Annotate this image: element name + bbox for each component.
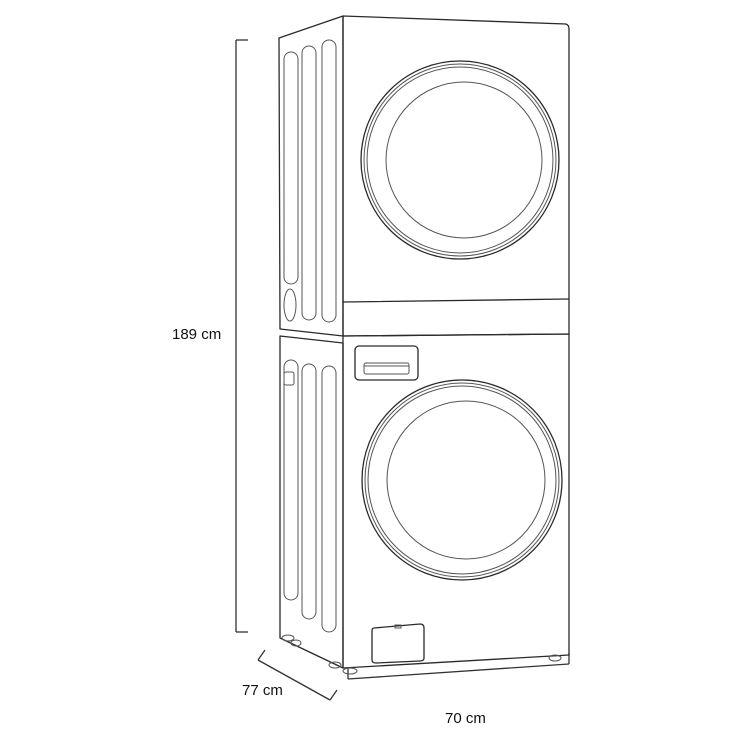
feet — [281, 634, 562, 675]
width-label: 70 cm — [445, 710, 486, 727]
filter-access-panel — [371, 623, 425, 664]
washer-unit — [279, 333, 570, 675]
washer-door — [361, 379, 563, 581]
dryer-unit — [278, 15, 570, 337]
dryer-door — [360, 60, 560, 260]
detergent-drawer — [354, 345, 419, 381]
depth-dimension-line — [257, 649, 338, 701]
depth-label: 77 cm — [242, 682, 283, 699]
height-label: 189 cm — [172, 326, 222, 343]
dryer-side-ribs — [283, 39, 337, 323]
washer-side-ribs — [283, 359, 337, 633]
height-dimension-line — [235, 39, 248, 633]
